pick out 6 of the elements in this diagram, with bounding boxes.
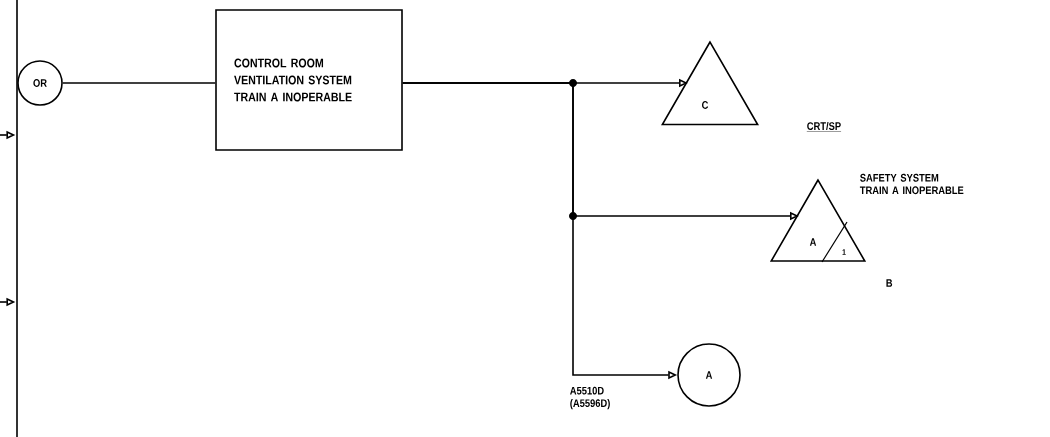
event-box: CONTROL ROOM VENTILATION SYSTEM TRAIN A INOPERABLE (215, 9, 403, 151)
input-bus-line (16, 0, 18, 437)
code-label: A5510D (A5596D) (570, 386, 610, 410)
caption-text: B (886, 279, 893, 287)
caption-text: SAFETY SYSTEM TRAIN A INOPERABLE (859, 173, 964, 195)
underlined-label: CRT/SP (806, 121, 842, 132)
